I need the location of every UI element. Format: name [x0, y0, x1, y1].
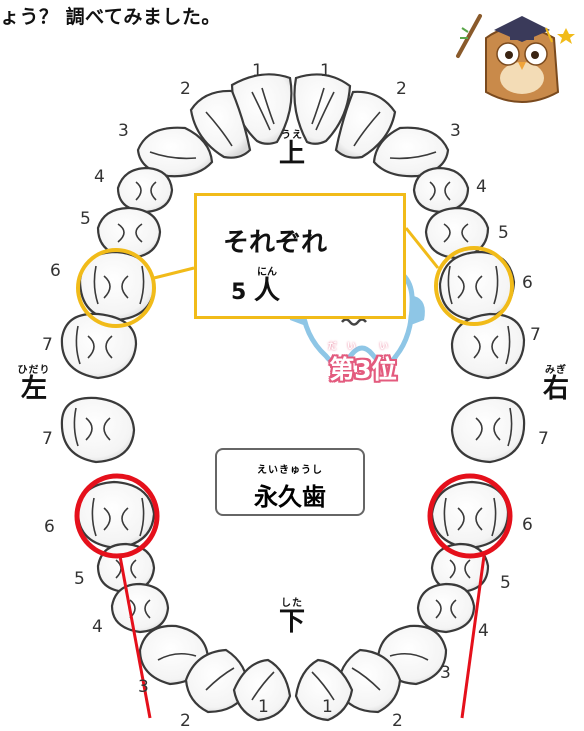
- highlight-lower-right-6: [427, 473, 513, 559]
- permanent-teeth-ruby: えいきゅうし: [257, 465, 323, 476]
- upper-arch: [60, 73, 526, 380]
- rank-text: 第3位: [329, 355, 397, 384]
- tooth-lower-2-right: [336, 648, 402, 714]
- tooth-lower-6-left: [76, 480, 156, 550]
- pointer-line-left: [118, 555, 152, 719]
- label-left-ruby: ひだり: [17, 365, 51, 376]
- num-upper-left-7: 7: [42, 335, 53, 355]
- num-lower-right-1: 1: [322, 697, 333, 717]
- tooth-lower-4-right: [416, 582, 476, 634]
- tooth-lower-1-left: [232, 658, 292, 722]
- num-upper-left-2: 2: [180, 79, 191, 99]
- lower-arch: [60, 396, 526, 722]
- tooth-upper-7-left: [60, 312, 138, 380]
- tooth-lower-7-left: [60, 396, 136, 464]
- num-lower-left-6: 6: [44, 517, 55, 537]
- tooth-upper-4-left: [116, 166, 174, 214]
- tooth-upper-5-right: [424, 206, 490, 260]
- rank-ruby-right: い: [379, 342, 399, 352]
- tooth-lower-7-right: [450, 396, 526, 464]
- connector-right: [404, 227, 440, 269]
- page-heading: ょう？ 調べてみました。: [0, 6, 221, 28]
- label-upper-ruby: うえ: [281, 130, 303, 141]
- num-lower-right-6: 6: [522, 515, 533, 535]
- info-count-kanji: にん人: [253, 267, 280, 306]
- num-upper-left-5: 5: [80, 209, 91, 229]
- num-lower-right-4: 4: [478, 621, 489, 641]
- num-lower-right-2: 2: [392, 711, 403, 731]
- tooth-upper-3-right: [372, 126, 450, 178]
- pointer-line-right: [460, 555, 486, 719]
- num-upper-right-5: 5: [498, 223, 509, 243]
- rank-ruby: だい い: [322, 339, 404, 352]
- num-upper-right-1: 1: [320, 61, 331, 81]
- label-lower: した 下: [272, 598, 312, 637]
- num-upper-right-2: 2: [396, 79, 407, 99]
- rank-badge: だい い 第3位: [322, 339, 404, 386]
- label-left-text: 左: [20, 374, 47, 404]
- tooth-upper-6-right: [438, 250, 516, 322]
- label-right: みぎ 右: [536, 365, 576, 404]
- num-lower-left-5: 5: [74, 569, 85, 589]
- num-upper-right-7: 7: [530, 325, 541, 345]
- highlight-upper-left-6: [76, 248, 156, 328]
- label-lower-ruby: した: [281, 598, 303, 609]
- owl-professor-icon: [456, 14, 575, 103]
- connector-left: [153, 266, 195, 280]
- num-upper-left-1: 1: [252, 61, 263, 81]
- num-upper-right-4: 4: [476, 177, 487, 197]
- num-upper-right-6: 6: [522, 273, 533, 293]
- num-lower-right-5: 5: [500, 573, 511, 593]
- info-box: それぞれ 5 にん人: [194, 193, 406, 319]
- tooth-upper-2-left: [189, 89, 252, 159]
- num-upper-left-3: 3: [118, 121, 129, 141]
- lower-tooth-details: [73, 407, 513, 701]
- label-upper: うえ 上: [272, 130, 312, 169]
- info-count-ruby: にん: [256, 267, 277, 278]
- label-left: ひだり 左: [10, 365, 58, 404]
- permanent-teeth-text: 永久歯: [254, 483, 326, 511]
- label-upper-text: 上: [278, 139, 305, 169]
- num-lower-left-1: 1: [258, 697, 269, 717]
- upper-tooth-details: [75, 87, 511, 365]
- num-lower-right-7: 7: [538, 429, 549, 449]
- info-count: 5 にん人: [231, 267, 280, 307]
- tooth-numbers: 1 2 3 4 5 6 7 1 2 3 4 5 6 7 7 6 5 4 3 2 …: [42, 61, 549, 731]
- tooth-upper-4-right: [412, 166, 470, 214]
- num-upper-right-3: 3: [450, 121, 461, 141]
- info-phrase: それぞれ: [223, 228, 328, 258]
- tooth-lower-4-left: [110, 582, 170, 634]
- tooth-upper-1-right: [293, 73, 352, 145]
- num-upper-left-6: 6: [50, 261, 61, 281]
- label-right-text: 右: [542, 374, 569, 404]
- num-lower-left-3: 3: [138, 677, 149, 697]
- permanent-teeth-label: えいきゅうし 永久歯: [215, 448, 365, 516]
- num-lower-left-4: 4: [92, 617, 103, 637]
- tooth-lower-1-right: [294, 658, 354, 722]
- tooth-lower-6-right: [430, 480, 510, 550]
- tooth-upper-2-right: [334, 90, 397, 159]
- info-count-kanji-text: 人: [253, 276, 280, 306]
- highlight-lower-left-6: [74, 473, 160, 559]
- num-upper-left-4: 4: [94, 167, 105, 187]
- highlight-upper-right-6: [434, 246, 514, 326]
- num-lower-left-7: 7: [42, 429, 53, 449]
- num-lower-right-3: 3: [440, 663, 451, 683]
- num-lower-left-2: 2: [180, 711, 191, 731]
- info-count-number: 5: [231, 280, 247, 305]
- label-right-ruby: みぎ: [545, 365, 567, 376]
- rank-ruby-left: だい: [327, 342, 366, 352]
- label-lower-text: 下: [278, 607, 305, 637]
